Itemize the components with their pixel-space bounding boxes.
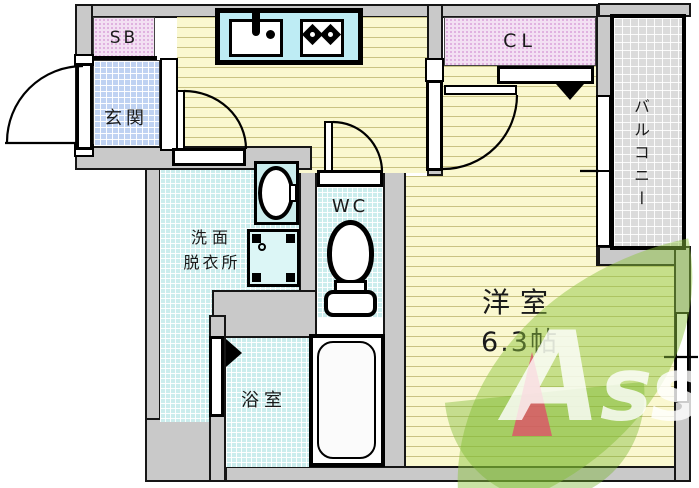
balcony-window-lower: [596, 170, 611, 247]
cl-sliding-door: [497, 66, 594, 84]
bath-door-direction-icon: [226, 339, 242, 367]
cl-door-direction-icon: [556, 84, 584, 100]
wc-door-sill: [317, 170, 383, 187]
room-sb: [93, 17, 155, 58]
main-room-wall-cap: [425, 58, 444, 82]
label-sb: SB: [109, 28, 139, 48]
label-main-room: 洋室: [481, 286, 558, 319]
pan-corner: [286, 273, 295, 282]
toilet-icon: [327, 220, 374, 285]
washing-machine-pan-icon: [247, 229, 300, 287]
pan-corner: [252, 273, 261, 282]
wc-door-leaf-open: [324, 121, 333, 172]
pan-drain-icon: [258, 243, 266, 251]
hall-door-sill: [172, 148, 246, 166]
watermark-brand-initial: A: [506, 306, 602, 450]
label-main-room-size: 6.3帖: [481, 327, 559, 358]
watermark-brand-rest: ssist: [599, 338, 699, 441]
wall-bath-top-block: [212, 290, 317, 338]
pan-corner: [286, 234, 295, 243]
room-main-2: [406, 176, 596, 466]
label-bath: 浴室: [241, 390, 287, 411]
watermark-brand: Assist: [506, 316, 699, 440]
vanity-basin-icon: [258, 166, 294, 220]
entrance-door-arc: [5, 64, 84, 143]
bath-door-leaf: [209, 336, 224, 417]
room-washroom-col: [160, 293, 212, 422]
sb-bottom-line: [91, 56, 157, 60]
balcony-floor: [610, 14, 686, 250]
main-room-door-jamb: [426, 80, 443, 171]
balcony-window-upper: [596, 95, 611, 172]
room-main-3: [596, 266, 674, 466]
pan-corner: [252, 234, 261, 243]
label-balcony: バルコニー: [631, 97, 650, 213]
room-genkan: [93, 60, 160, 149]
sink-faucet-icon: [252, 11, 260, 36]
label-cl: CL: [503, 30, 537, 52]
toilet-tank: [324, 290, 377, 317]
label-genkan: 玄関: [104, 108, 148, 129]
sink-drain-icon: [266, 30, 275, 39]
main-room-door-leaf: [444, 85, 517, 95]
vanity-handle-icon: [289, 184, 297, 202]
hall-door-leaf-open: [176, 90, 185, 150]
room-cl: [444, 17, 596, 66]
label-wc: WC: [331, 196, 369, 217]
label-washroom-2: 脱衣所: [183, 253, 241, 272]
label-washroom-1: 洗面: [190, 228, 233, 247]
wall-wc-right: [383, 150, 406, 482]
bathtub-inner: [317, 341, 376, 459]
